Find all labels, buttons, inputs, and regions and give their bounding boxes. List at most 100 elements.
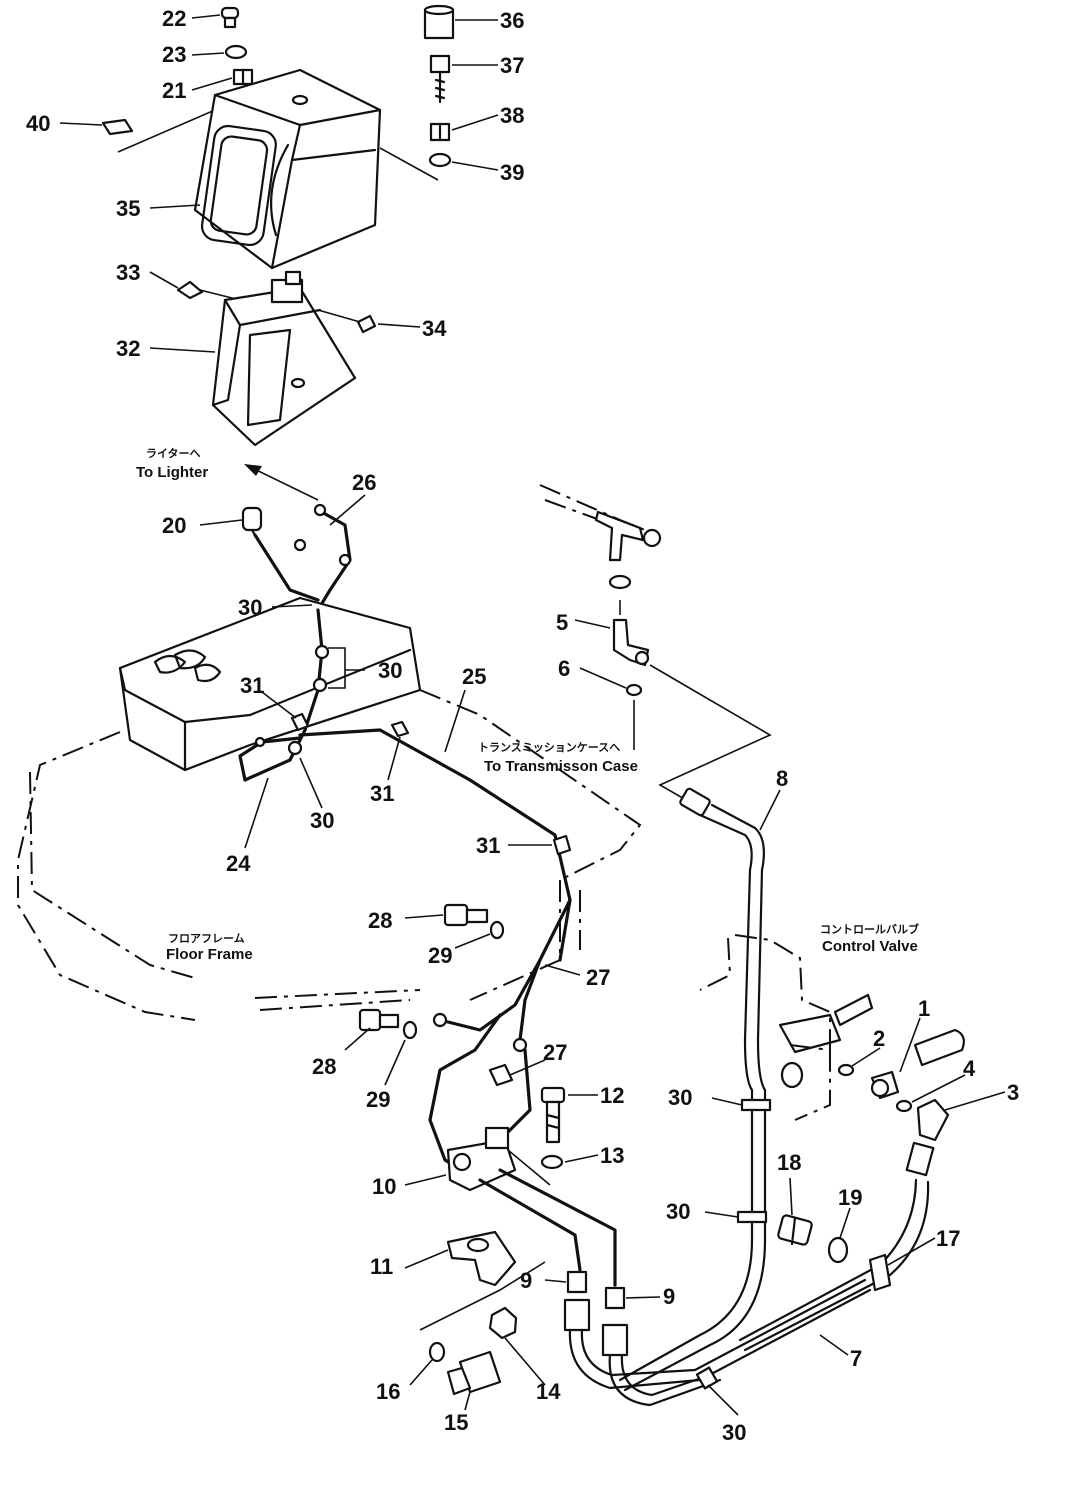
callout-36: 36 <box>500 8 524 33</box>
washer-6b <box>625 683 643 697</box>
callout-14: 14 <box>536 1379 561 1404</box>
label-floor-jp: フロアフレーム <box>168 932 245 945</box>
bracket-40 <box>101 118 134 136</box>
hose-end-1 <box>913 1028 965 1067</box>
nut-21 <box>232 68 254 86</box>
tube-a <box>478 1178 582 1272</box>
hose-7 <box>568 1278 872 1407</box>
callout-6: 6 <box>558 656 570 681</box>
callout-28b: 28 <box>312 1054 336 1079</box>
nut-38 <box>429 122 451 142</box>
control-valve <box>699 934 874 1121</box>
callout-32: 32 <box>116 336 140 361</box>
wire-24 <box>238 736 302 782</box>
washer-19 <box>827 1236 849 1264</box>
label-lighter-jp: ライターへ <box>146 447 201 460</box>
harness-27a <box>438 898 572 1032</box>
callout-8: 8 <box>776 766 788 791</box>
fitting-9a <box>563 1270 591 1332</box>
callout-29b: 29 <box>366 1087 390 1112</box>
label-control: Control Valve <box>822 938 918 955</box>
callout-24: 24 <box>226 851 251 876</box>
harness-27b <box>518 958 542 1042</box>
bolt-12 <box>540 1086 566 1144</box>
callout-5: 5 <box>556 610 568 635</box>
callout-27a: 27 <box>586 965 610 990</box>
hose-3-to-17 <box>738 1141 935 1352</box>
union-5 <box>612 618 650 667</box>
callout-2: 2 <box>873 1026 885 1051</box>
callout-9b: 9 <box>663 1284 675 1309</box>
callout-31c: 31 <box>476 833 500 858</box>
callout-31b: 31 <box>370 781 394 806</box>
callout-13: 13 <box>600 1143 624 1168</box>
harness-27c <box>498 1048 532 1142</box>
label-lighter: To Lighter <box>136 464 208 481</box>
washer-29a <box>489 920 505 940</box>
washer-39 <box>428 152 452 168</box>
bolt-22 <box>220 6 240 29</box>
callout-38: 38 <box>500 103 524 128</box>
callout-7: 7 <box>850 1346 862 1371</box>
callout-19: 19 <box>838 1185 862 1210</box>
elbow-5 <box>594 510 662 562</box>
clamp-30e <box>736 1210 768 1224</box>
callout-1: 1 <box>918 996 930 1021</box>
bolt-28a <box>443 903 489 927</box>
clamp-30d <box>740 1098 772 1112</box>
oring-4 <box>895 1099 913 1113</box>
clamp-17 <box>868 1253 892 1292</box>
fitting-9b <box>601 1286 629 1357</box>
callout-29a: 29 <box>428 943 452 968</box>
callout-30f: 30 <box>722 1420 746 1445</box>
callout-27b: 27 <box>543 1040 567 1065</box>
callout-22: 22 <box>162 6 186 31</box>
washer-23 <box>224 44 248 60</box>
callout-40: 40 <box>26 111 50 136</box>
box-cover-35 <box>193 68 382 270</box>
callout-17: 17 <box>936 1226 960 1251</box>
bolt-15 <box>446 1350 502 1396</box>
washer-13 <box>540 1154 564 1170</box>
callout-30d: 30 <box>668 1085 692 1110</box>
clip-31b <box>390 720 410 738</box>
washer-16 <box>428 1341 446 1363</box>
callout-4: 4 <box>963 1056 976 1081</box>
washer-29b <box>402 1020 418 1040</box>
clamp-30f <box>695 1366 719 1390</box>
wire-lighter <box>253 533 320 602</box>
label-transmission-jp: トランスミッションケースへ <box>478 741 620 754</box>
elbow-3 <box>916 1098 950 1142</box>
callout-23: 23 <box>162 42 186 67</box>
callout-35: 35 <box>116 196 140 221</box>
callout-11: 11 <box>370 1254 393 1279</box>
callout-20: 20 <box>162 513 186 538</box>
callout-34: 34 <box>422 316 447 341</box>
wire-25 <box>298 728 572 962</box>
callout-10: 10 <box>372 1174 396 1199</box>
callout-26: 26 <box>352 470 376 495</box>
valve-10 <box>446 1126 517 1192</box>
plate-33 <box>176 280 204 300</box>
callout-31a: 31 <box>240 673 264 698</box>
callout-16: 16 <box>376 1379 400 1404</box>
bracket-11 <box>446 1230 517 1287</box>
nut-14 <box>488 1306 518 1340</box>
label-floor: Floor Frame <box>166 946 253 963</box>
callout-28a: 28 <box>368 908 392 933</box>
bracket-32 <box>211 270 357 447</box>
callout-30e: 30 <box>666 1199 690 1224</box>
callout-39: 39 <box>500 160 524 185</box>
callout-30c: 30 <box>310 808 334 833</box>
plug-18 <box>777 1214 813 1246</box>
hose-8 <box>618 787 767 1392</box>
label-transmission: To Transmisson Case <box>484 758 638 775</box>
callout-9a: 9 <box>520 1268 532 1293</box>
floor-frame <box>17 689 642 1021</box>
washer-6a <box>608 574 632 590</box>
callout-30a: 30 <box>238 595 262 620</box>
socket-20 <box>241 506 263 542</box>
label-control-jp: コントロールバルブ <box>820 922 919 936</box>
dashboard-panel <box>118 596 422 772</box>
